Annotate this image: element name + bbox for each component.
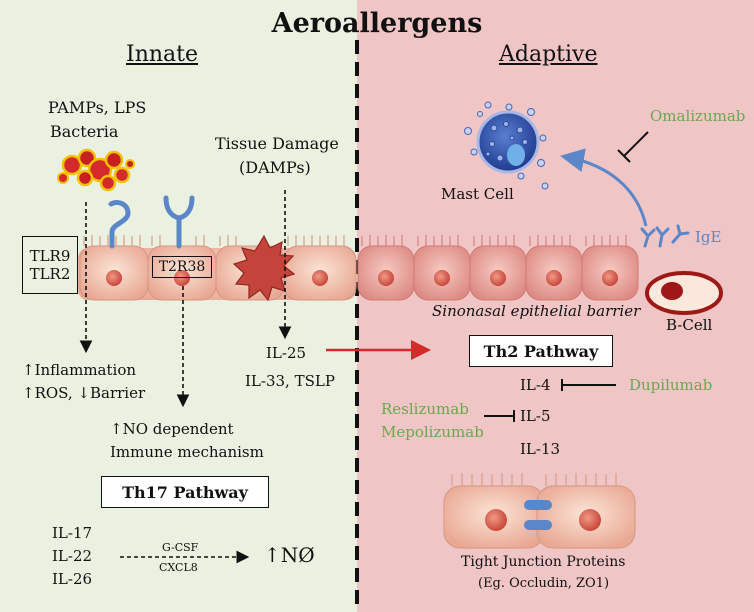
il17-label: IL-17 (52, 524, 93, 542)
reslizumab-label: Reslizumab (381, 400, 469, 418)
pamps-label: PAMPs, LPS (48, 98, 147, 117)
inflammation-label: ↑Inflammation (22, 361, 137, 379)
ige-label: IgE (695, 228, 722, 246)
il5-label: IL-5 (520, 407, 551, 425)
mepolizumab-label: Mepolizumab (381, 423, 484, 441)
gcsf-label: G-CSF (162, 541, 199, 554)
omalizumab-inhibitor (617, 131, 649, 163)
ige-to-mast-arrow (560, 148, 648, 227)
t2r38-receptor-icon (163, 195, 195, 249)
neutrophil-label: ↑NØ (264, 543, 315, 567)
tight-junction-cells (443, 473, 636, 549)
il22-label: IL-22 (52, 547, 93, 565)
il33-tslp-label: IL-33, TSLP (245, 372, 335, 390)
b-cell-icon (645, 271, 723, 315)
page-title: Aeroallergens (271, 8, 483, 39)
il26-label: IL-26 (52, 570, 93, 588)
tlr-receptor-icon (108, 199, 131, 249)
b-cell-label: B-Cell (666, 316, 713, 334)
epithelial-cells-right (357, 235, 639, 301)
adaptive-heading: Adaptive (499, 42, 598, 67)
ige-icon (640, 224, 690, 248)
th17-pathway-box: Th17 Pathway (101, 476, 269, 508)
tlr9-label: TLR9 (29, 247, 71, 265)
innate-heading: Innate (126, 42, 199, 67)
mast-cell-icon (464, 101, 549, 190)
dupilumab-label: Dupilumab (629, 376, 713, 394)
no-dependent-label: ↑NO dependent (110, 420, 234, 438)
t2r38-label: T2R38 (158, 259, 206, 275)
tight-junction-examples: (Eg. Occludin, ZO1) (478, 576, 610, 591)
omalizumab-label: Omalizumab (650, 107, 746, 125)
il13-label: IL-13 (520, 440, 561, 458)
th2-label: Th2 Pathway (483, 341, 599, 361)
mepolizumab-inhibitor (484, 410, 515, 422)
tlr-box: TLR9 TLR2 (22, 236, 78, 294)
innate-panel (0, 0, 357, 612)
barrier-label: Sinonasal epithelial barrier (432, 302, 641, 320)
ros-barrier-label: ↑ROS, ↓Barrier (22, 384, 146, 402)
il25-label: IL-25 (266, 344, 307, 362)
dupilumab-inhibitor (561, 379, 616, 391)
bacteria-label: Bacteria (50, 122, 119, 141)
cxcl8-label: CXCL8 (159, 561, 198, 574)
bacteria-icon (57, 148, 135, 192)
th17-label: Th17 Pathway (122, 482, 248, 502)
t2r38-box: T2R38 (152, 256, 212, 278)
th2-pathway-box: Th2 Pathway (469, 335, 613, 367)
il4-label: IL-4 (520, 376, 551, 394)
tight-junction-label: Tight Junction Proteins (461, 554, 626, 570)
immune-mechanism-label: Immune mechanism (110, 443, 264, 461)
damps-label: (DAMPs) (239, 158, 311, 177)
tlr2-label: TLR2 (29, 265, 71, 283)
tissue-damage-label: Tissue Damage (215, 134, 339, 153)
mast-cell-label: Mast Cell (441, 185, 514, 203)
